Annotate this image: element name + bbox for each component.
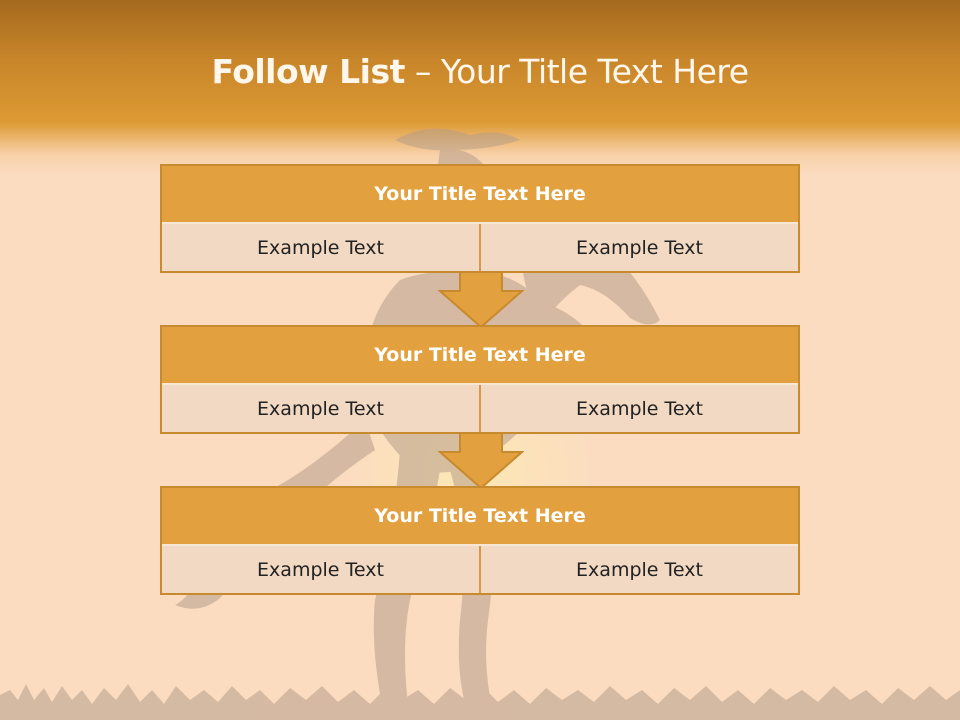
block-title: Your Title Text Here [162, 488, 798, 546]
block-row: Example Text Example Text [162, 546, 798, 593]
down-arrow-icon [438, 271, 524, 329]
list-block-3: Your Title Text Here Example Text Exampl… [160, 486, 800, 595]
block-cell-left: Example Text [257, 558, 384, 581]
block-cell-right: Example Text [479, 385, 798, 432]
block-title: Your Title Text Here [162, 166, 798, 224]
block-cell-left: Example Text [257, 397, 384, 420]
block-cell-right: Example Text [479, 546, 798, 593]
slide-title-rest: – Your Title Text Here [404, 52, 749, 91]
slide-title: Follow List – Your Title Text Here [0, 52, 960, 91]
block-cell-left: Example Text [257, 236, 384, 259]
block-title: Your Title Text Here [162, 327, 798, 385]
down-arrow-icon [438, 432, 524, 490]
slide-title-bold: Follow List [211, 52, 405, 91]
block-row: Example Text Example Text [162, 385, 798, 432]
list-block-1: Your Title Text Here Example Text Exampl… [160, 164, 800, 273]
list-block-2: Your Title Text Here Example Text Exampl… [160, 325, 800, 434]
block-row: Example Text Example Text [162, 224, 798, 271]
block-cell-right: Example Text [479, 224, 798, 271]
